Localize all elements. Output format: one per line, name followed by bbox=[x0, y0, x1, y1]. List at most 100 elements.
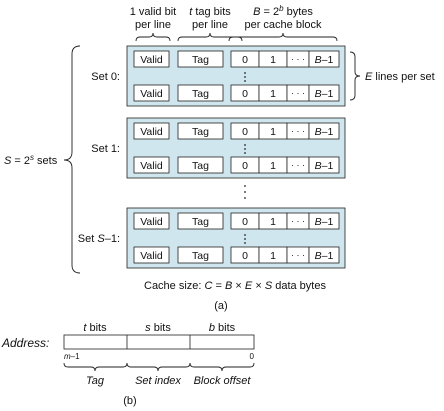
valid-cell-label: Valid bbox=[140, 54, 163, 66]
byte-1-label: 1 bbox=[270, 88, 276, 100]
address-label: Address: bbox=[1, 336, 49, 350]
set-last: Set S–1: Valid Tag 0 1 · · · B–1 Valid T… bbox=[78, 207, 346, 269]
tag-cell-label: Tag bbox=[192, 216, 209, 228]
valid-cell-label: Valid bbox=[140, 160, 163, 172]
block-size-brace bbox=[228, 32, 338, 42]
byte-0-label: 0 bbox=[242, 216, 248, 228]
address-field-box bbox=[63, 334, 255, 350]
set-1: Set 1: Valid Tag 0 1 · · · B–1 Valid Tag bbox=[91, 117, 346, 179]
last-byte-cell bbox=[308, 50, 340, 68]
address-bar bbox=[63, 334, 255, 350]
valid-cell bbox=[133, 84, 170, 102]
byte-0-label: 0 bbox=[242, 160, 248, 172]
block-size-header-top: B = 2b bytes bbox=[253, 4, 313, 18]
valid-cell-label: Valid bbox=[140, 126, 163, 138]
bytes-ellipsis: · · · bbox=[291, 126, 305, 136]
tag-field-brace bbox=[63, 362, 128, 372]
tag-bits-label: t bits bbox=[83, 322, 107, 334]
cache-line: Valid Tag 0 1 · · · B–1 bbox=[133, 84, 340, 102]
tag-cell bbox=[177, 212, 224, 230]
byte-1-label: 1 bbox=[270, 54, 276, 66]
cache-line: Valid Tag 0 1 · · · B–1 bbox=[133, 156, 340, 174]
valid-bit-header-bottom: per line bbox=[135, 19, 171, 31]
byte-1-label: 1 bbox=[270, 216, 276, 228]
valid-cell bbox=[133, 246, 170, 264]
valid-cell-label: Valid bbox=[140, 216, 163, 228]
set-last-label: Set S–1: bbox=[78, 233, 120, 245]
valid-cell-label: Valid bbox=[140, 250, 163, 262]
tag-field-label: Tag bbox=[86, 375, 105, 387]
last-byte-cell bbox=[308, 122, 340, 140]
last-byte-label: B–1 bbox=[315, 160, 334, 172]
block-offset-field-brace bbox=[189, 362, 255, 372]
cache-line: Valid Tag 0 1 · · · B–1 bbox=[133, 122, 340, 140]
vertical-ellipsis bbox=[244, 72, 246, 82]
tag-cell-label: Tag bbox=[192, 88, 209, 100]
cache-size-formula: Cache size: C = B × E × S data bytes bbox=[144, 280, 326, 292]
set-1-label: Set 1: bbox=[91, 143, 120, 155]
byte-1-label: 1 bbox=[270, 250, 276, 262]
block-offset-bits-label: b bits bbox=[209, 322, 236, 334]
valid-bit-brace bbox=[135, 32, 171, 42]
cache-line: Valid Tag 0 1 · · · B–1 bbox=[133, 212, 340, 230]
byte-0-label: 0 bbox=[242, 54, 248, 66]
set-index-field-label: Set index bbox=[135, 375, 181, 387]
bytes-ellipsis: · · · bbox=[291, 88, 305, 98]
lines-per-set-brace bbox=[349, 51, 361, 101]
sets-brace bbox=[63, 45, 81, 274]
tag-cell bbox=[177, 246, 224, 264]
last-byte-label: B–1 bbox=[315, 126, 334, 138]
address-msb-label: m–1 bbox=[64, 352, 80, 361]
caption-a: (a) bbox=[214, 300, 227, 312]
block-offset-field-label: Block offset bbox=[194, 375, 252, 387]
sets-vertical-ellipsis bbox=[244, 185, 246, 199]
set-0: Set 0: Valid Tag 0 1 · · · B–1 Valid Tag bbox=[91, 45, 346, 107]
valid-cell-label: Valid bbox=[140, 88, 163, 100]
tag-bits-header-bottom: per line bbox=[192, 19, 228, 31]
last-byte-cell bbox=[308, 212, 340, 230]
last-byte-label: B–1 bbox=[315, 54, 334, 66]
tag-cell bbox=[177, 156, 224, 174]
bytes-ellipsis: · · · bbox=[291, 160, 305, 170]
byte-1-label: 1 bbox=[270, 126, 276, 138]
tag-cell bbox=[177, 84, 224, 102]
cache-line: Valid Tag 0 1 · · · B–1 bbox=[133, 246, 340, 264]
block-size-header-bottom: per cache block bbox=[244, 19, 322, 31]
tag-cell-label: Tag bbox=[192, 54, 209, 66]
sets-count-label: S = 2s sets bbox=[4, 153, 58, 167]
tag-cell bbox=[177, 50, 224, 68]
set-index-field-brace bbox=[126, 362, 191, 372]
bytes-ellipsis: · · · bbox=[291, 54, 305, 64]
last-byte-label: B–1 bbox=[315, 88, 334, 100]
caption-b: (b) bbox=[123, 395, 136, 407]
valid-cell bbox=[133, 212, 170, 230]
address-lsb-label: 0 bbox=[250, 352, 255, 361]
byte-0-label: 0 bbox=[242, 126, 248, 138]
set-0-label: Set 0: bbox=[91, 71, 120, 83]
byte-0-label: 0 bbox=[242, 250, 248, 262]
last-byte-label: B–1 bbox=[315, 216, 334, 228]
lines-per-set-label: E lines per set bbox=[365, 71, 435, 83]
tag-cell-label: Tag bbox=[192, 160, 209, 172]
tag-cell-label: Tag bbox=[192, 126, 209, 138]
valid-cell bbox=[133, 122, 170, 140]
valid-cell bbox=[133, 50, 170, 68]
byte-0-label: 0 bbox=[242, 88, 248, 100]
tag-cell bbox=[177, 122, 224, 140]
last-byte-cell bbox=[308, 156, 340, 174]
vertical-ellipsis bbox=[244, 144, 246, 154]
valid-bit-header-top: 1 valid bit bbox=[130, 6, 176, 18]
cache-line: Valid Tag 0 1 · · · B–1 bbox=[133, 50, 340, 68]
bytes-ellipsis: · · · bbox=[291, 250, 305, 260]
last-byte-label: B–1 bbox=[315, 250, 334, 262]
last-byte-cell bbox=[308, 246, 340, 264]
bytes-ellipsis: · · · bbox=[291, 216, 305, 226]
valid-cell bbox=[133, 156, 170, 174]
set-index-bits-label: s bits bbox=[145, 322, 171, 334]
byte-1-label: 1 bbox=[270, 160, 276, 172]
last-byte-cell bbox=[308, 84, 340, 102]
tag-cell-label: Tag bbox=[192, 250, 209, 262]
tag-bits-header-top: t tag bits bbox=[189, 6, 231, 18]
vertical-ellipsis bbox=[244, 234, 246, 244]
